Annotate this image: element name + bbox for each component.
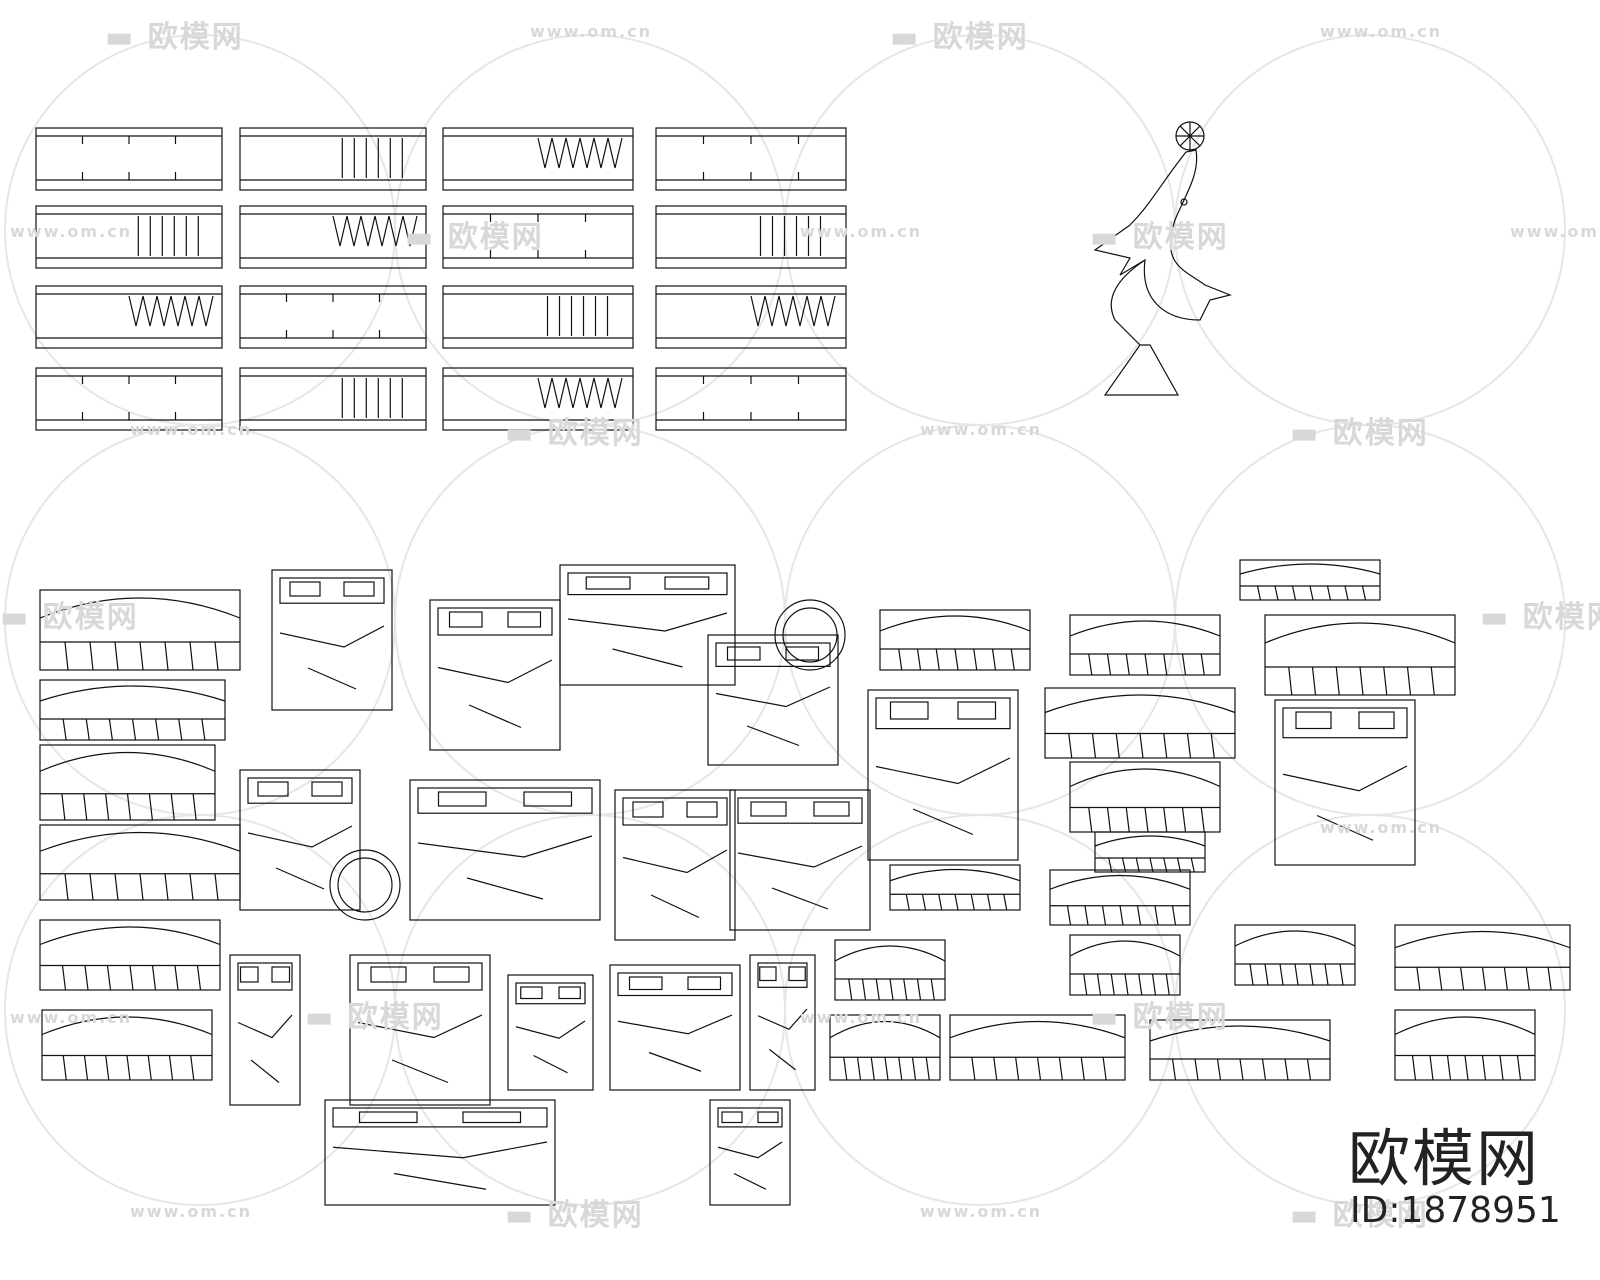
elevation-panel xyxy=(655,205,847,269)
elevation-panel xyxy=(239,205,427,269)
brand-logo-text: 欧模网 xyxy=(1348,1122,1541,1195)
bed-block xyxy=(889,864,1021,911)
bed-block xyxy=(1394,1009,1536,1081)
bed-block xyxy=(1234,924,1356,986)
bed-block xyxy=(349,954,491,1106)
bed-block xyxy=(39,744,216,821)
bed-block xyxy=(1239,559,1381,601)
elevation-panel xyxy=(35,285,223,349)
bed-block xyxy=(1069,761,1221,833)
bed-block xyxy=(834,939,946,1001)
bed-block xyxy=(409,779,601,921)
model-id-label: ID:1878951 xyxy=(1350,1190,1561,1231)
bed-block xyxy=(749,954,816,1091)
bed-block xyxy=(1049,869,1191,926)
bed-block xyxy=(1394,924,1571,991)
bed-block xyxy=(1069,934,1181,996)
bed-block xyxy=(239,769,361,911)
bed-block xyxy=(324,1099,556,1206)
elevation-panel xyxy=(35,205,223,269)
bed-block xyxy=(39,824,241,901)
bed-block xyxy=(729,789,871,931)
bed-block xyxy=(39,919,221,991)
elevation-panel xyxy=(35,367,223,431)
bed-block xyxy=(867,689,1019,861)
bed-block xyxy=(39,589,241,671)
bed-block xyxy=(271,569,393,711)
elevation-panel xyxy=(655,367,847,431)
bed-block xyxy=(1069,614,1221,676)
bed-furniture-blocks xyxy=(39,559,1571,1206)
elevation-panel xyxy=(442,367,634,431)
elevation-panel xyxy=(239,367,427,431)
bed-block xyxy=(329,849,401,921)
bed-block xyxy=(1094,831,1206,873)
elevation-panel xyxy=(442,205,634,269)
bed-block xyxy=(559,564,736,686)
sea-lion-sculpture xyxy=(1093,121,1232,396)
elevation-panel xyxy=(442,285,634,349)
bed-block xyxy=(1274,699,1416,866)
bed-block xyxy=(774,599,846,671)
bed-block xyxy=(229,954,301,1106)
cabinet-elevation-panels xyxy=(35,127,847,431)
elevation-panel xyxy=(655,127,847,191)
elevation-panel xyxy=(442,127,634,191)
bed-block xyxy=(949,1014,1126,1081)
bed-block xyxy=(1044,687,1236,759)
bed-block xyxy=(609,964,741,1091)
elevation-panel xyxy=(655,285,847,349)
elevation-panel xyxy=(35,127,223,191)
bed-block xyxy=(829,1014,941,1081)
bed-block xyxy=(429,599,561,751)
bed-block xyxy=(39,679,226,741)
bed-block xyxy=(507,974,594,1091)
bed-block xyxy=(1149,1019,1331,1081)
elevation-panel xyxy=(239,285,427,349)
bed-block xyxy=(879,609,1031,671)
bed-block xyxy=(709,1099,791,1206)
bed-block xyxy=(614,789,736,941)
elevation-panel xyxy=(239,127,427,191)
bed-block xyxy=(1264,614,1456,696)
watermark-circles xyxy=(4,34,1566,1206)
bed-block xyxy=(41,1009,213,1081)
bed-block xyxy=(707,634,839,766)
